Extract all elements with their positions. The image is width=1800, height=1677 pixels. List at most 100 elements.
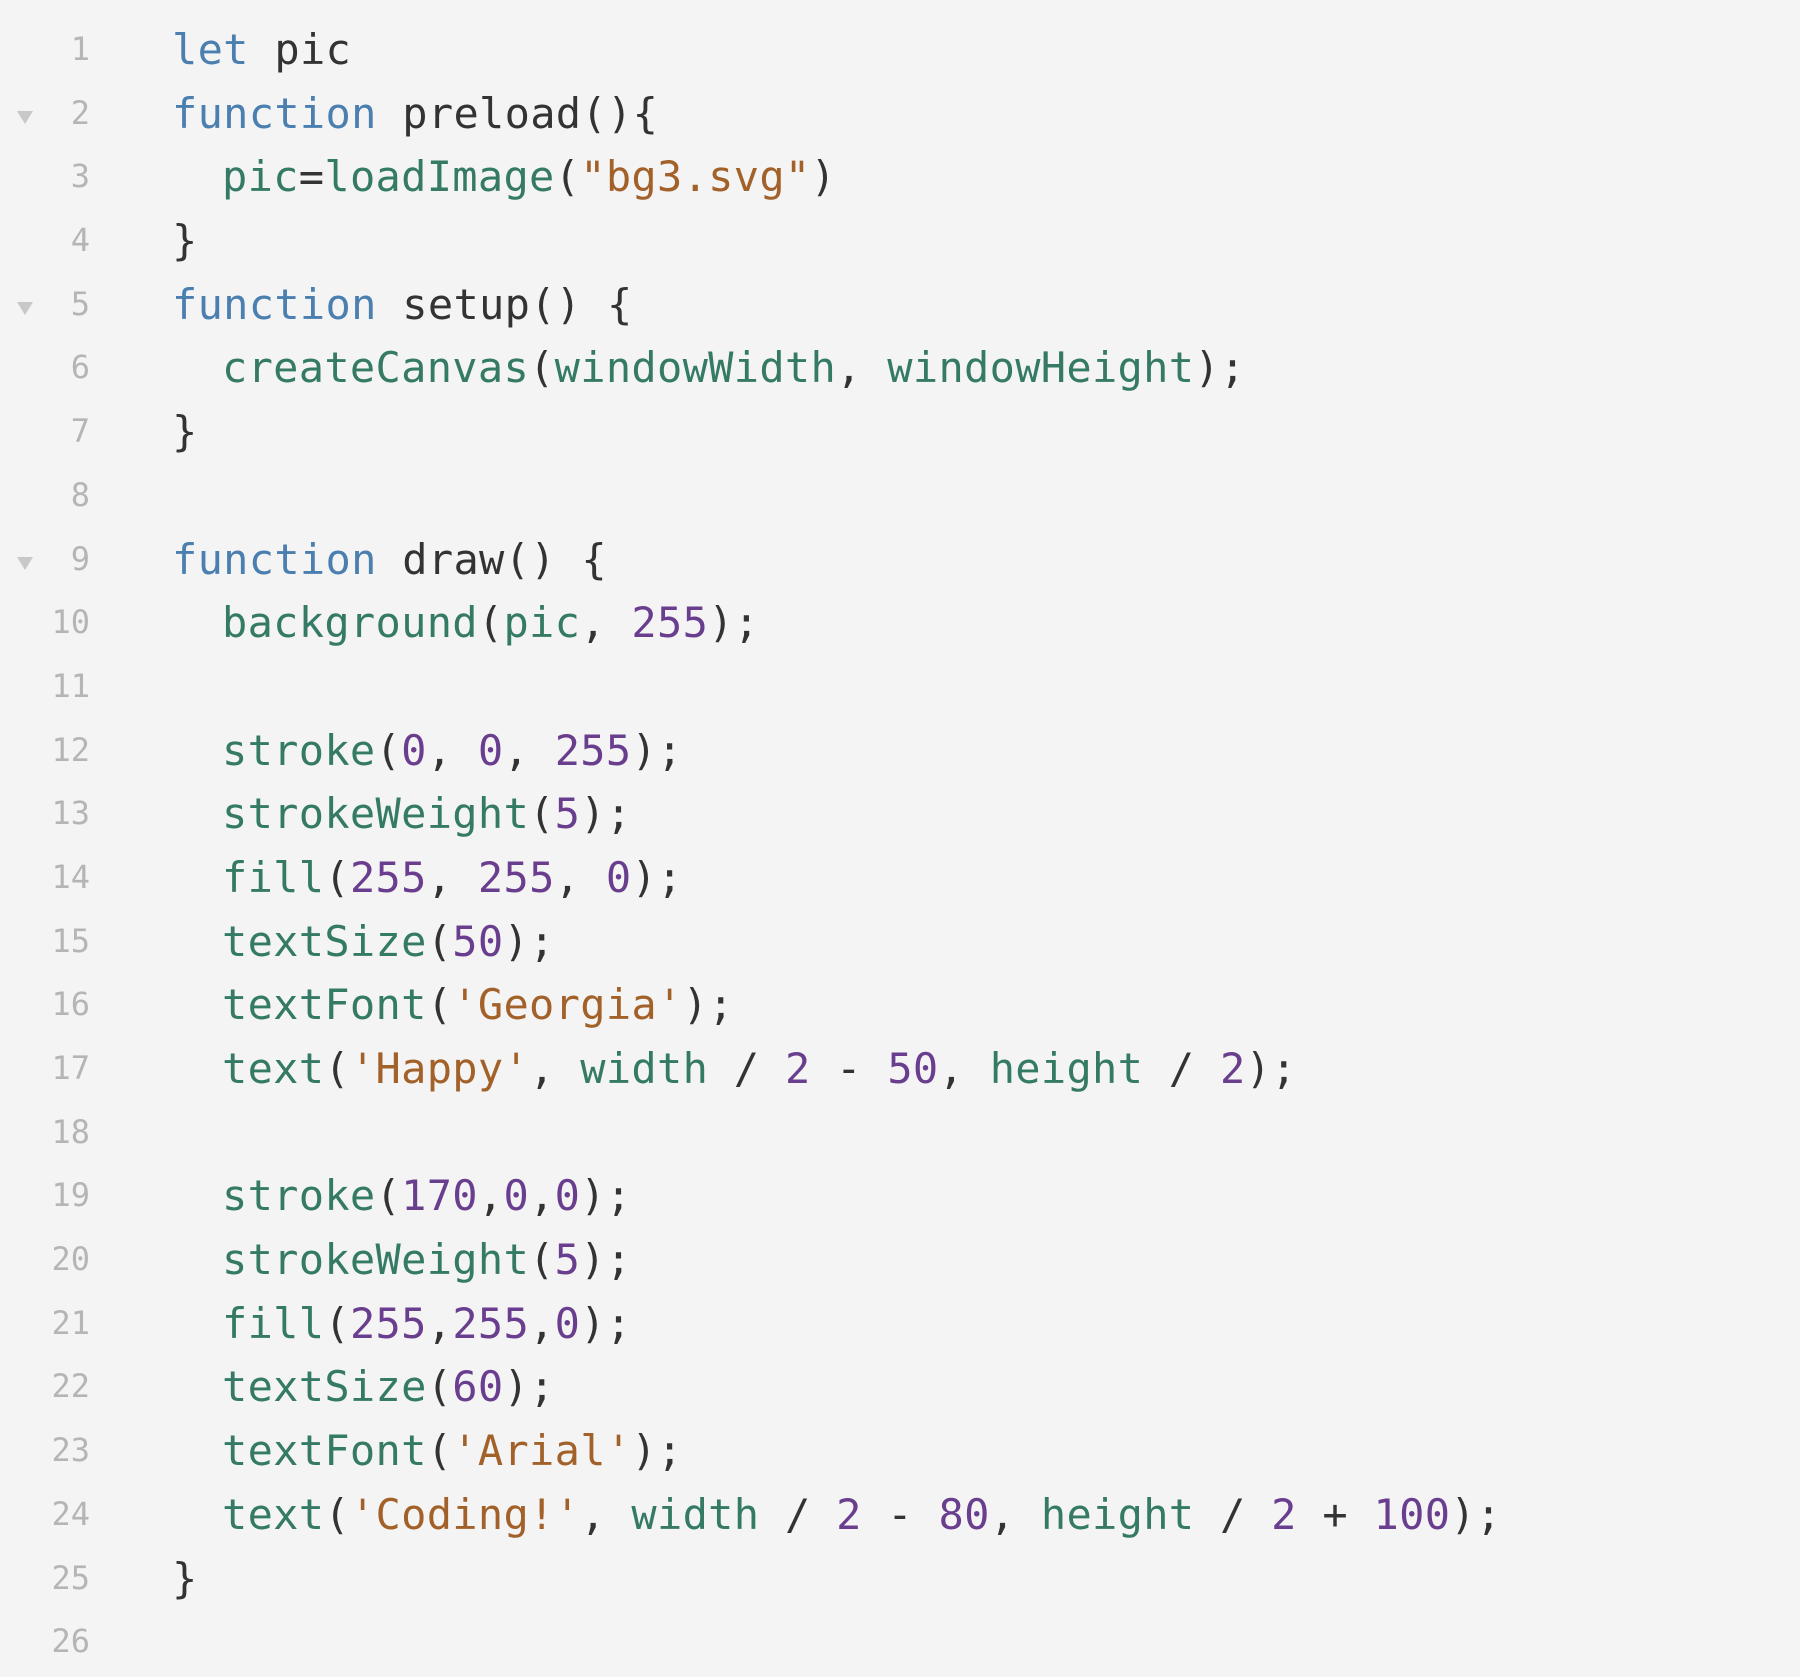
code-text[interactable]: } [172,406,198,458]
code-token-func: text [222,1489,325,1539]
code-token-func: background [222,598,478,648]
code-token-number: 255 [631,598,709,648]
code-text[interactable]: textFont('Georgia'); [172,979,734,1031]
code-token-func: stroke [222,1171,376,1221]
code-token-punct: ); [631,725,683,775]
code-text[interactable]: stroke(0, 0, 255); [172,725,683,777]
code-token-punct: ); [682,980,734,1030]
code-token-ident: pic [248,25,352,74]
code-token-punct: ( [324,1044,350,1093]
code-token-punct: , [580,598,632,648]
line-number: 23 [51,1431,90,1470]
code-text[interactable]: stroke(170,0,0); [172,1170,631,1222]
code-line[interactable]: 24 text('Coding!', width / 2 - 80, height… [0,1486,1800,1550]
code-text[interactable]: fill(255,255,0); [172,1298,631,1350]
line-number: 15 [51,921,90,960]
code-token-punct: , [938,1044,990,1093]
line-number: 14 [51,857,90,896]
code-line[interactable]: 11 [0,658,1800,722]
code-token-number: 0 [554,1298,581,1348]
code-token-punct: ( [375,1171,402,1221]
code-token-func: textSize [222,1362,427,1412]
code-text[interactable]: function preload(){ [172,88,658,140]
fold-toggle-icon[interactable] [17,110,33,124]
code-text[interactable]: pic=loadImage("bg3.svg") [172,151,836,203]
code-token-punct: = [298,152,325,202]
line-number: 7 [70,412,90,451]
fold-toggle-icon[interactable] [17,301,33,315]
code-text[interactable]: fill(255, 255, 0); [172,852,683,904]
code-line[interactable]: 25} [0,1550,1800,1614]
code-token-punct: , [529,1298,555,1348]
code-text[interactable]: text('Happy', width / 2 - 50, height / 2… [172,1043,1297,1095]
code-token-punct: - [810,1044,888,1093]
line-number: 24 [51,1494,90,1533]
code-token-punct: / [1143,1044,1220,1093]
code-text[interactable]: textFont('Arial'); [172,1425,683,1477]
code-token-keyword: function [172,534,377,584]
code-token-number: 2 [1219,1044,1246,1093]
code-text[interactable]: function draw() { [172,534,607,586]
code-token-punct: } [172,407,198,457]
code-line[interactable]: 23 textFont('Arial'); [0,1422,1800,1486]
code-text[interactable]: strokeWeight(5); [172,1234,631,1286]
code-text[interactable]: function setup() { [172,279,633,331]
code-token-func: textSize [222,916,427,966]
code-text[interactable]: } [172,215,198,267]
code-token-punct: - [861,1489,939,1539]
fold-toggle-icon[interactable] [17,556,33,570]
code-token-punct: / [759,1489,837,1539]
code-token-var: windowHeight [887,343,1195,393]
code-line[interactable]: 18 [0,1104,1800,1168]
code-text[interactable]: text('Coding!', width / 2 - 80, height /… [172,1489,1501,1541]
code-text[interactable]: textSize(50); [172,916,555,968]
code-text[interactable]: background(pic, 255); [172,597,759,649]
code-token-punct: ( [324,852,350,902]
line-number: 11 [51,666,90,705]
code-text[interactable]: strokeWeight(5); [172,788,631,840]
code-text[interactable]: } [172,1553,198,1605]
code-token-ident: setup() { [376,279,633,329]
code-line[interactable]: 8 [0,467,1800,531]
code-token-number: 60 [452,1362,504,1412]
code-token-var: width [631,1489,760,1539]
code-text[interactable]: let pic [172,24,351,76]
code-text[interactable]: createCanvas(windowWidth, windowHeight); [172,342,1246,394]
code-token-number: 255 [554,725,632,775]
line-number: 13 [51,794,90,833]
code-token-number: 80 [938,1489,990,1539]
code-line[interactable]: 4} [0,212,1800,276]
code-token-punct: ( [426,1362,453,1412]
code-line[interactable]: 26 [0,1613,1800,1677]
code-token-func: strokeWeight [222,1235,530,1285]
code-token-number: 0 [477,725,504,775]
code-text[interactable]: textSize(60); [172,1361,555,1413]
line-number: 25 [51,1558,90,1597]
code-token-punct: ); [503,1362,555,1412]
code-line[interactable]: 19 stroke(170,0,0); [0,1167,1800,1231]
line-number: 19 [51,1176,90,1215]
code-token-punct: ( [426,1426,453,1476]
code-token-punct: ); [503,916,555,966]
code-line[interactable]: 15 textSize(50); [0,913,1800,977]
code-line[interactable]: 14 fill(255, 255, 0); [0,849,1800,913]
code-token-number: 2 [784,1044,811,1093]
code-line[interactable]: 13 strokeWeight(5); [0,785,1800,849]
code-token-punct: ); [1194,343,1246,393]
code-line[interactable]: 7} [0,403,1800,467]
